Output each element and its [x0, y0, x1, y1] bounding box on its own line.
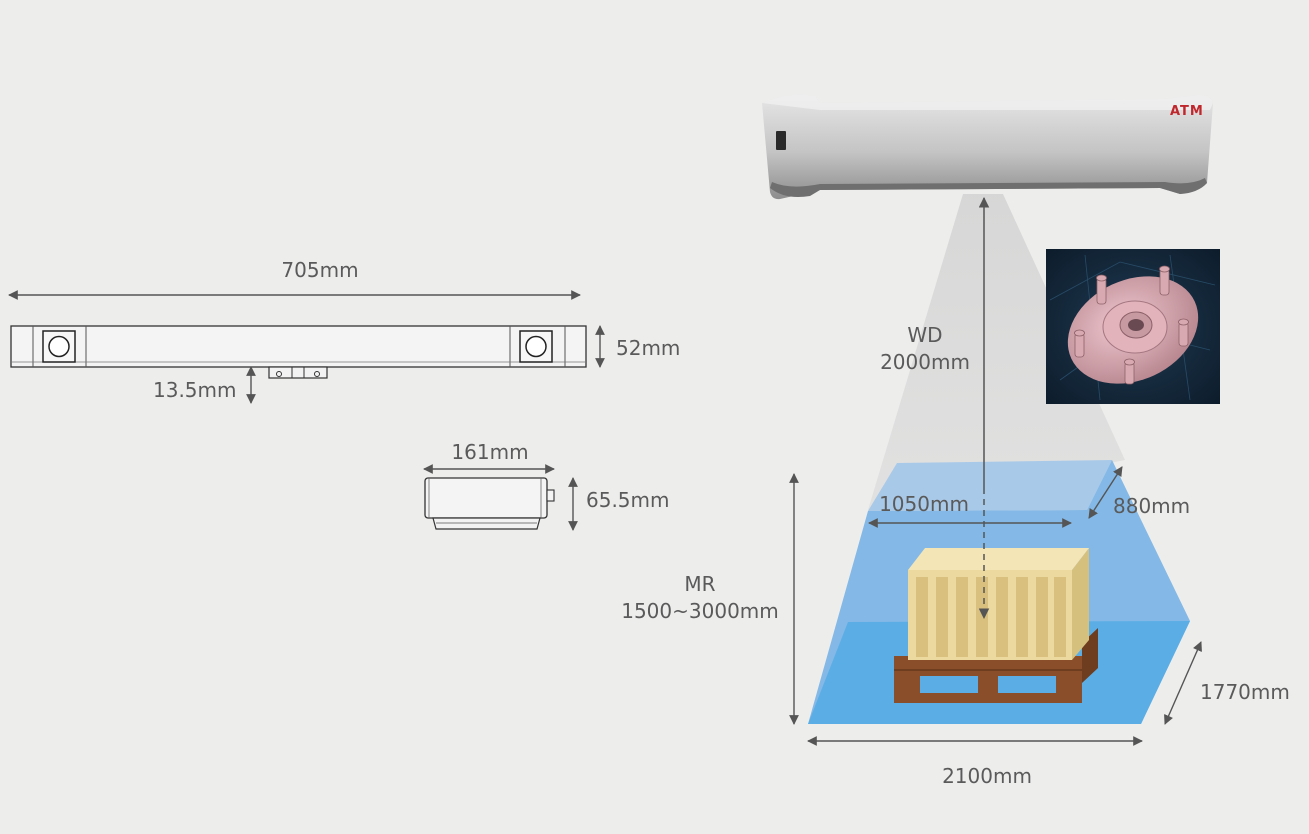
measuring-range-label: MR 1500~3000mm [621, 571, 779, 625]
far-depth-dimension-line [1164, 641, 1202, 725]
wd-title: WD [907, 323, 943, 347]
fov-top-face [868, 460, 1112, 511]
device-front-outline [10, 325, 587, 368]
far-depth-label: 1770mm [1200, 680, 1290, 704]
front-view-drawing [8, 290, 605, 404]
brand-logo: ATM [1170, 104, 1204, 119]
side-view-drawing [423, 464, 578, 531]
front-width-label: 705mm [281, 258, 359, 282]
field-of-view-scene [789, 194, 1202, 746]
wheel-hub-image [1067, 265, 1199, 385]
mr-title: MR [684, 572, 716, 596]
pallet [894, 628, 1098, 703]
side-height-label: 65.5mm [586, 488, 670, 512]
working-distance-label: WD 2000mm [880, 322, 970, 376]
side-width-label: 161mm [451, 440, 529, 464]
wd-value: 2000mm [880, 350, 970, 374]
left-camera-lens-icon [42, 330, 76, 363]
crate [908, 548, 1089, 660]
device-side-outline [424, 477, 548, 519]
near-depth-dimension-line [1088, 466, 1123, 519]
right-camera-lens-icon [519, 330, 553, 363]
far-width-label: 2100mm [942, 764, 1032, 788]
near-width-label: 1050mm [879, 492, 969, 516]
camera-device-photo: ATM [762, 94, 1213, 200]
connector-port-icon [776, 131, 786, 150]
light-beam [868, 194, 1125, 510]
mr-value: 1500~3000mm [621, 599, 779, 623]
scan-result-inset [1046, 249, 1220, 404]
near-depth-label: 880mm [1113, 494, 1191, 518]
front-height-label: 52mm [616, 336, 681, 360]
mount-bracket [268, 366, 328, 379]
mount-offset-label: 13.5mm [153, 378, 237, 402]
